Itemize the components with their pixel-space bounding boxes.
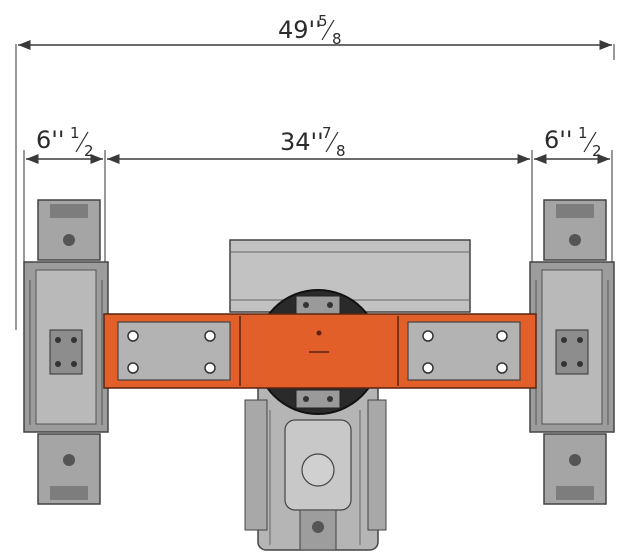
track-gauge-whole: 34'' [280, 128, 324, 156]
undercarriage-crossframe [103, 313, 537, 389]
dimension-right-track-width: 6'' 1 2 [531, 124, 613, 265]
left-track-width-whole: 6'' [36, 126, 64, 154]
right-track [529, 199, 615, 505]
drive-column [244, 379, 387, 551]
left-track-width-num: 1 [70, 124, 80, 142]
overall-width-whole: 49'' [278, 16, 322, 44]
left-track [23, 199, 109, 505]
left-track-width-den: 2 [84, 142, 94, 160]
track-gauge-num: 7 [322, 124, 332, 142]
right-track-width-whole: 6'' [544, 126, 572, 154]
overall-width-den: 8 [332, 30, 342, 48]
dimension-left-track-width: 6'' 1 2 [23, 124, 106, 265]
right-track-width-num: 1 [578, 124, 588, 142]
right-track-width-den: 2 [592, 142, 602, 160]
track-gauge-den: 8 [336, 142, 346, 160]
overall-width-num: 5 [318, 12, 328, 30]
dimension-track-gauge: 34'' 7 8 [107, 124, 530, 165]
dimension-overall-width: 49'' 5 8 [15, 12, 615, 330]
